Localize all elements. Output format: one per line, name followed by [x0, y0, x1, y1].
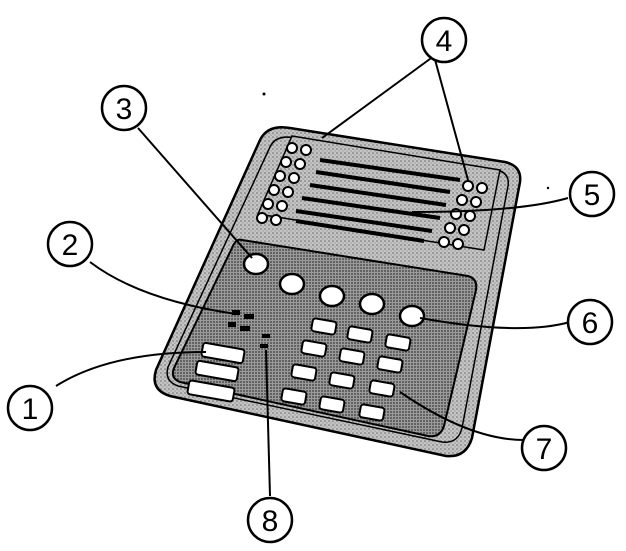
callout-3: 3	[102, 86, 146, 130]
stray-dot	[547, 187, 549, 189]
callout-5: 5	[570, 172, 614, 216]
leader-line-4a	[322, 56, 434, 138]
svg-text:8: 8	[262, 505, 279, 538]
svg-text:5: 5	[584, 179, 601, 212]
svg-text:4: 4	[436, 25, 453, 58]
callout-1: 1	[8, 386, 52, 430]
callout-7: 7	[522, 426, 566, 470]
callout-2: 2	[48, 222, 92, 266]
svg-text:6: 6	[582, 307, 599, 340]
callout-6: 6	[568, 300, 612, 344]
callout-8: 8	[248, 498, 292, 542]
svg-text:2: 2	[62, 229, 79, 262]
svg-text:1: 1	[22, 393, 39, 426]
svg-text:7: 7	[536, 433, 553, 466]
svg-text:3: 3	[116, 93, 133, 126]
callout-4: 4	[422, 18, 466, 62]
stray-dot	[263, 93, 266, 96]
